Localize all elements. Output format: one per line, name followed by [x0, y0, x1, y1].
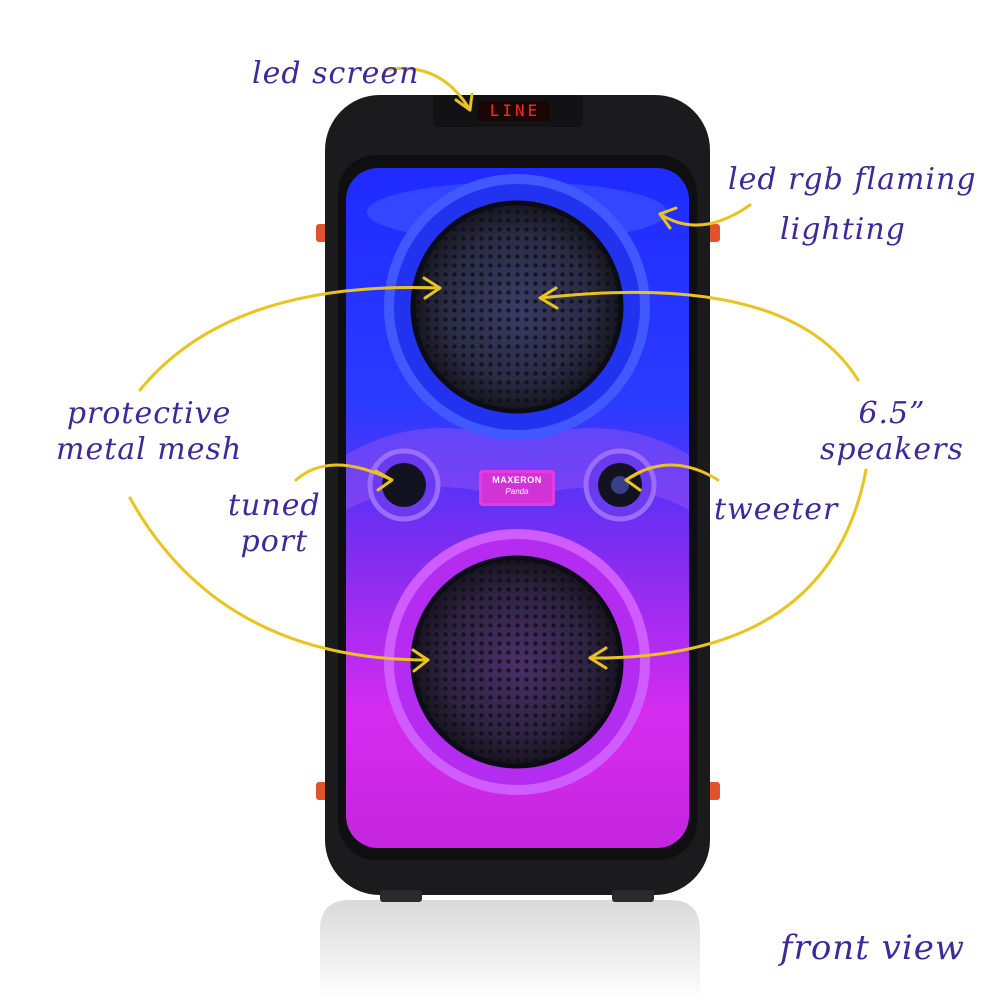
arrow-speakers-lower: [588, 468, 868, 660]
label-speakers-line2: speakers: [820, 432, 964, 467]
label-tweeter: tweeter: [714, 492, 839, 527]
arrow-mesh-lower: [128, 496, 430, 662]
brand-subname: Panda: [505, 487, 529, 496]
label-tuned-port: tuned port: [228, 488, 321, 560]
led-display-readout: LINE: [489, 101, 541, 120]
floor-reflection: [320, 900, 700, 1000]
arrow-speakers-upper: [538, 290, 860, 382]
label-protective-line2: metal mesh: [56, 432, 243, 467]
brand-logo: MAXERON Panda: [481, 474, 553, 504]
label-led-rgb-line1: led rgb flaming: [728, 162, 977, 197]
label-led-rgb-lighting: led rgb flaming lighting: [728, 162, 977, 248]
label-led-screen: led screen: [252, 56, 420, 91]
brand-name: MAXERON: [492, 475, 542, 485]
label-protective-line1: protective: [66, 396, 232, 431]
arrow-mesh-upper: [138, 285, 442, 392]
label-tuned-line1: tuned: [228, 488, 321, 523]
foot: [380, 890, 422, 902]
label-protective-mesh: protective metal mesh: [56, 396, 242, 468]
label-speakers-line1: 6.5”: [858, 396, 926, 431]
label-led-rgb-line2: lighting: [780, 212, 906, 247]
foot: [612, 890, 654, 902]
label-speakers: 6.5” speakers: [820, 396, 964, 468]
arrow-led-rgb: [658, 203, 752, 227]
label-tuned-line2: port: [240, 524, 309, 559]
label-front-view: front view: [780, 928, 965, 968]
arrow-led-screen: [383, 66, 472, 112]
